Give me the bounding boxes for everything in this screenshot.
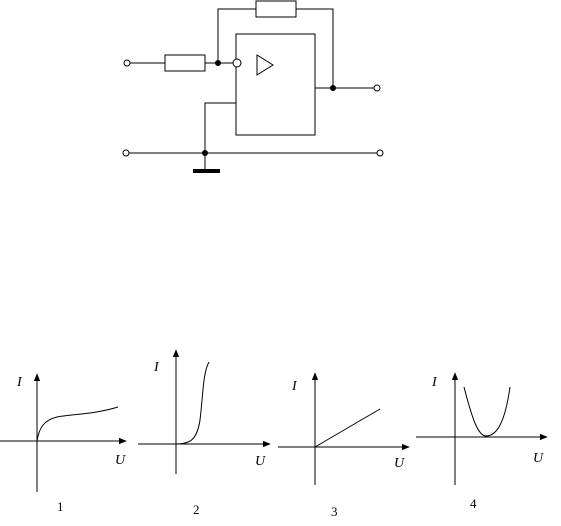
graph-4: I U 4 <box>416 372 548 511</box>
inverting-input-bubble <box>232 58 242 68</box>
graph-3-y-label: I <box>291 379 298 394</box>
graph-4-x-label: U <box>533 451 544 466</box>
graph-2-curve <box>175 361 210 445</box>
input-junction-node <box>215 60 221 66</box>
graph-4-y-label: I <box>431 375 438 390</box>
graph-2-number: 2 <box>193 502 200 517</box>
op-amp-circuit <box>122 0 384 173</box>
graph-4-curve <box>463 386 511 437</box>
graph-4-number: 4 <box>470 496 477 511</box>
input-terminal[interactable] <box>123 59 131 67</box>
graph-1-curve <box>36 406 119 442</box>
feedback-wire <box>217 8 334 88</box>
graph-2-x-label: U <box>255 454 266 469</box>
graph-1-x-label: U <box>115 453 126 468</box>
common-left-terminal[interactable] <box>122 149 130 157</box>
op-amp-block <box>235 33 316 136</box>
graph-2-y-label: I <box>153 360 160 375</box>
output-junction-node <box>330 85 336 91</box>
non-inverting-wire <box>204 102 236 153</box>
common-right-terminal[interactable] <box>376 149 384 157</box>
graph-3: I U 3 <box>278 372 410 519</box>
feedback-resistor <box>255 0 297 18</box>
input-resistor <box>164 54 206 72</box>
output-terminal[interactable] <box>373 84 381 92</box>
triangle-icon <box>256 54 274 76</box>
graph-2: I U 2 <box>138 349 271 517</box>
graph-1-y-label: I <box>16 375 23 390</box>
graph-1: I U 1 <box>0 373 127 514</box>
graph-3-line <box>314 408 381 448</box>
graph-3-x-label: U <box>394 456 405 471</box>
graph-3-number: 3 <box>331 504 338 519</box>
graph-1-number: 1 <box>57 499 64 514</box>
